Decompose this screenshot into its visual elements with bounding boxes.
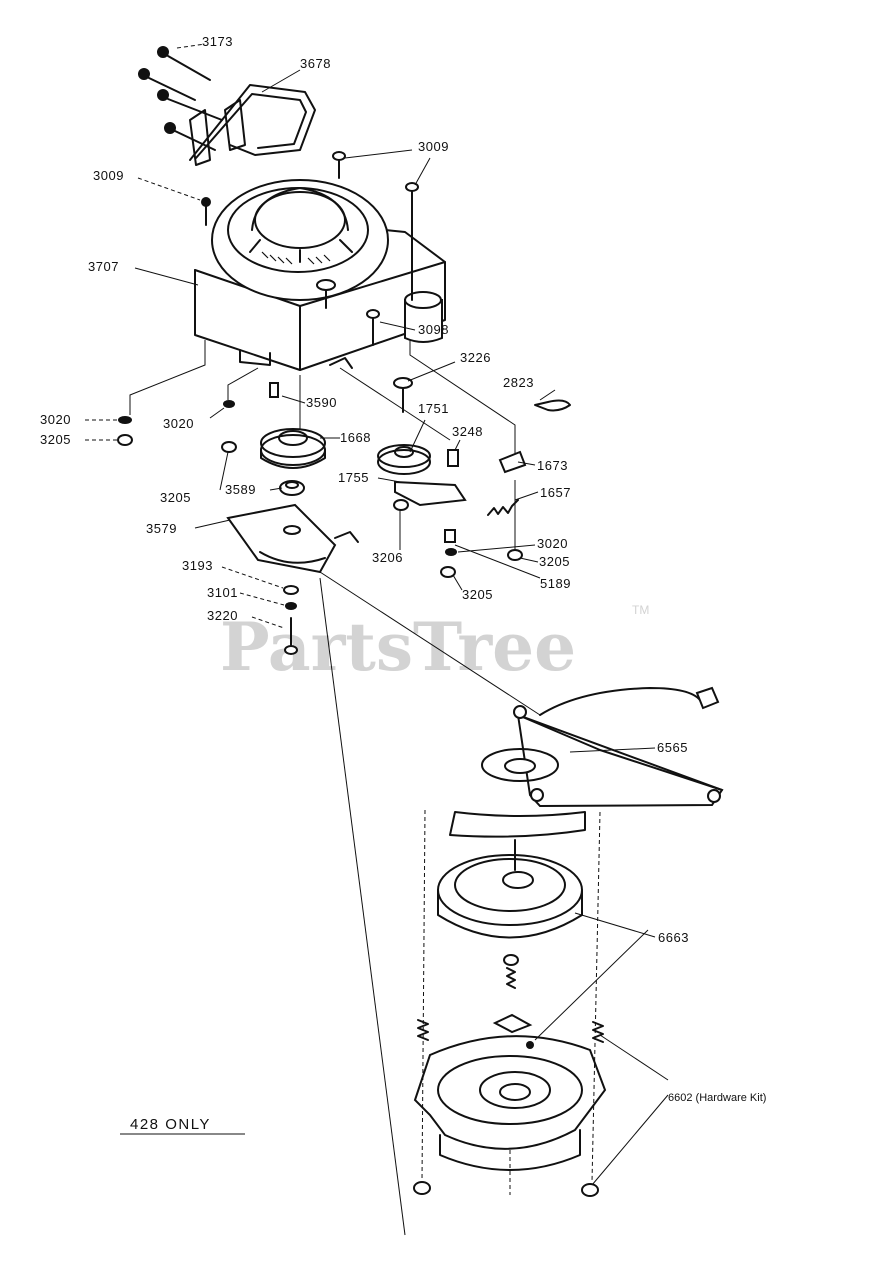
- label-5189: 5189: [540, 576, 571, 591]
- bolt-3009-center: [332, 151, 346, 179]
- nut-3205-right-lower: [440, 566, 456, 578]
- label-3248: 3248: [452, 424, 483, 439]
- label-6565: 6565: [657, 740, 688, 755]
- washer-3020-left: [118, 416, 132, 424]
- label-2823: 2823: [503, 375, 534, 390]
- nut-3206: [393, 499, 409, 511]
- nut-3205-left: [117, 434, 133, 446]
- idler-arm-1755: [394, 480, 467, 507]
- label-3205-left: 3205: [40, 432, 71, 447]
- idler-pulley-1751: [377, 444, 431, 475]
- label-3009-left: 3009: [93, 168, 124, 183]
- label-1751: 1751: [418, 401, 449, 416]
- label-3020-left: 3020: [40, 412, 71, 427]
- nut-3205-right-upper: [507, 549, 523, 561]
- bolts-3173: [138, 46, 223, 151]
- washer-3101: [285, 602, 297, 610]
- engine-3707: [194, 179, 446, 371]
- note-428-only: 428 ONLY: [130, 1116, 211, 1133]
- label-3226: 3226: [460, 350, 491, 365]
- label-3009-right: 3009: [418, 139, 449, 154]
- label-3101: 3101: [207, 585, 238, 600]
- label-3205-right-lower: 3205: [462, 587, 493, 602]
- label-3205-mid: 3205: [160, 490, 191, 505]
- rotor-6663: [437, 839, 583, 939]
- label-3678: 3678: [300, 56, 331, 71]
- clip-2823: [534, 399, 571, 412]
- bracket-1673: [498, 450, 527, 474]
- watermark: PartsTree: [220, 608, 576, 686]
- bolt-3226: [393, 377, 413, 413]
- washer-3020-mid: [223, 400, 235, 408]
- bolt-3009-left: [201, 197, 211, 226]
- label-3098: 3098: [418, 322, 449, 337]
- bolt-3098: [366, 309, 380, 346]
- spring-6602-right: [592, 1021, 604, 1043]
- armature-6663: [413, 1013, 607, 1171]
- plate-3579: [226, 503, 359, 574]
- nut-3205-mid: [221, 441, 237, 453]
- key-3590: [269, 382, 279, 398]
- label-3205-right-upper: 3205: [539, 554, 570, 569]
- label-3579: 3579: [146, 521, 177, 536]
- label-3173: 3173: [202, 34, 233, 49]
- washer-3020-right: [445, 548, 457, 556]
- label-6663: 6663: [658, 930, 689, 945]
- watermark-trademark: TM: [632, 603, 649, 617]
- washer-3193: [283, 585, 299, 595]
- bracket-3678: [189, 84, 316, 166]
- bushing-5189: [444, 529, 456, 543]
- label-3193: 3193: [182, 558, 213, 573]
- plate-6565: [449, 686, 724, 838]
- label-3020-right: 3020: [537, 536, 568, 551]
- bolt-3220: [284, 617, 298, 655]
- label-3590: 3590: [306, 395, 337, 410]
- label-6602: 6602 (Hardware Kit): [668, 1092, 766, 1104]
- label-3589: 3589: [225, 482, 256, 497]
- nut-6602-left: [413, 1181, 431, 1195]
- label-3206: 3206: [372, 550, 403, 565]
- label-3707: 3707: [88, 259, 119, 274]
- center-spring: [503, 954, 519, 989]
- label-1668: 1668: [340, 430, 371, 445]
- nut-6602-right: [581, 1183, 599, 1197]
- label-3020-mid: 3020: [163, 416, 194, 431]
- spring-1657: [487, 499, 519, 516]
- bushing-3248: [447, 449, 459, 467]
- label-1755: 1755: [338, 470, 369, 485]
- bolt-3009-right: [405, 182, 419, 301]
- label-1673: 1673: [537, 458, 568, 473]
- label-1657: 1657: [540, 485, 571, 500]
- label-3220: 3220: [207, 608, 238, 623]
- pulley-1668: [260, 428, 326, 469]
- spacer-3589: [279, 480, 305, 496]
